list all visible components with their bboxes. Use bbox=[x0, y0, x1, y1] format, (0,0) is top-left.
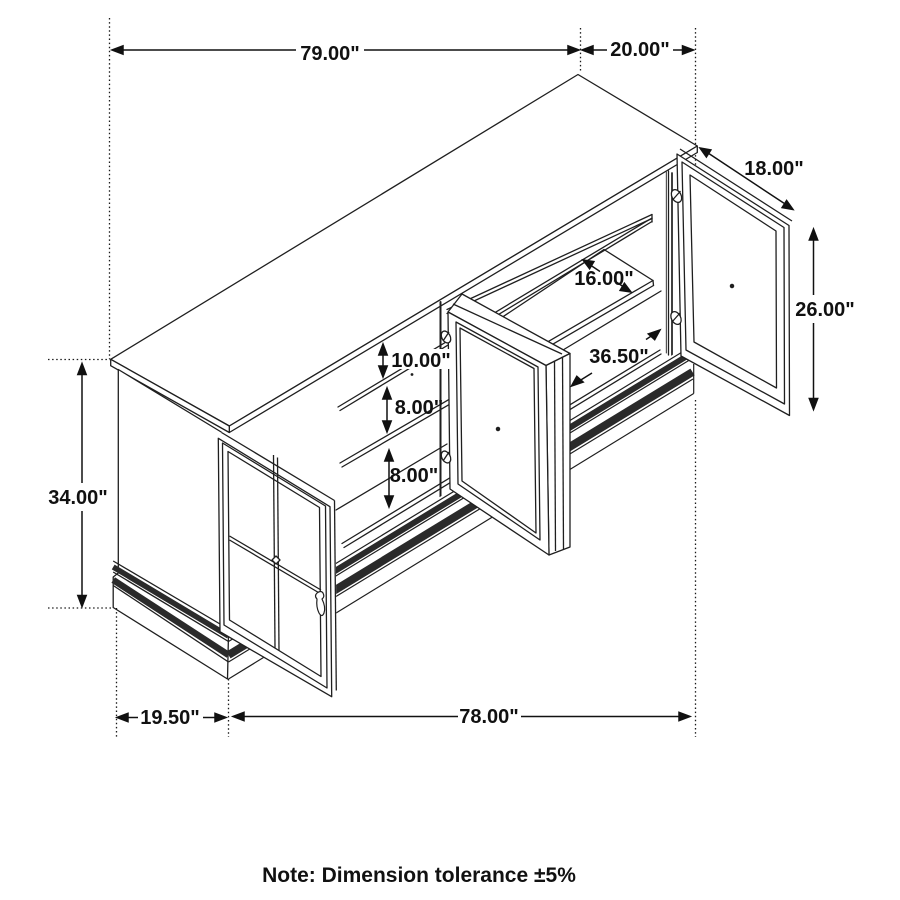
svg-text:10.00": 10.00" bbox=[391, 350, 451, 372]
svg-text:18.00": 18.00" bbox=[744, 158, 804, 180]
svg-text:8.00": 8.00" bbox=[390, 465, 438, 487]
svg-text:26.00": 26.00" bbox=[795, 299, 855, 321]
svg-text:36.50": 36.50" bbox=[589, 346, 649, 368]
svg-text:78.00": 78.00" bbox=[459, 706, 519, 728]
svg-text:Note: Dimension tolerance ±5%: Note: Dimension tolerance ±5% bbox=[262, 864, 576, 887]
svg-text:16.00": 16.00" bbox=[574, 268, 634, 290]
svg-text:19.50": 19.50" bbox=[140, 707, 200, 729]
svg-text:34.00": 34.00" bbox=[48, 487, 108, 509]
svg-text:20.00": 20.00" bbox=[610, 39, 670, 61]
svg-text:8.00": 8.00" bbox=[395, 397, 443, 419]
svg-text:79.00": 79.00" bbox=[300, 43, 360, 65]
